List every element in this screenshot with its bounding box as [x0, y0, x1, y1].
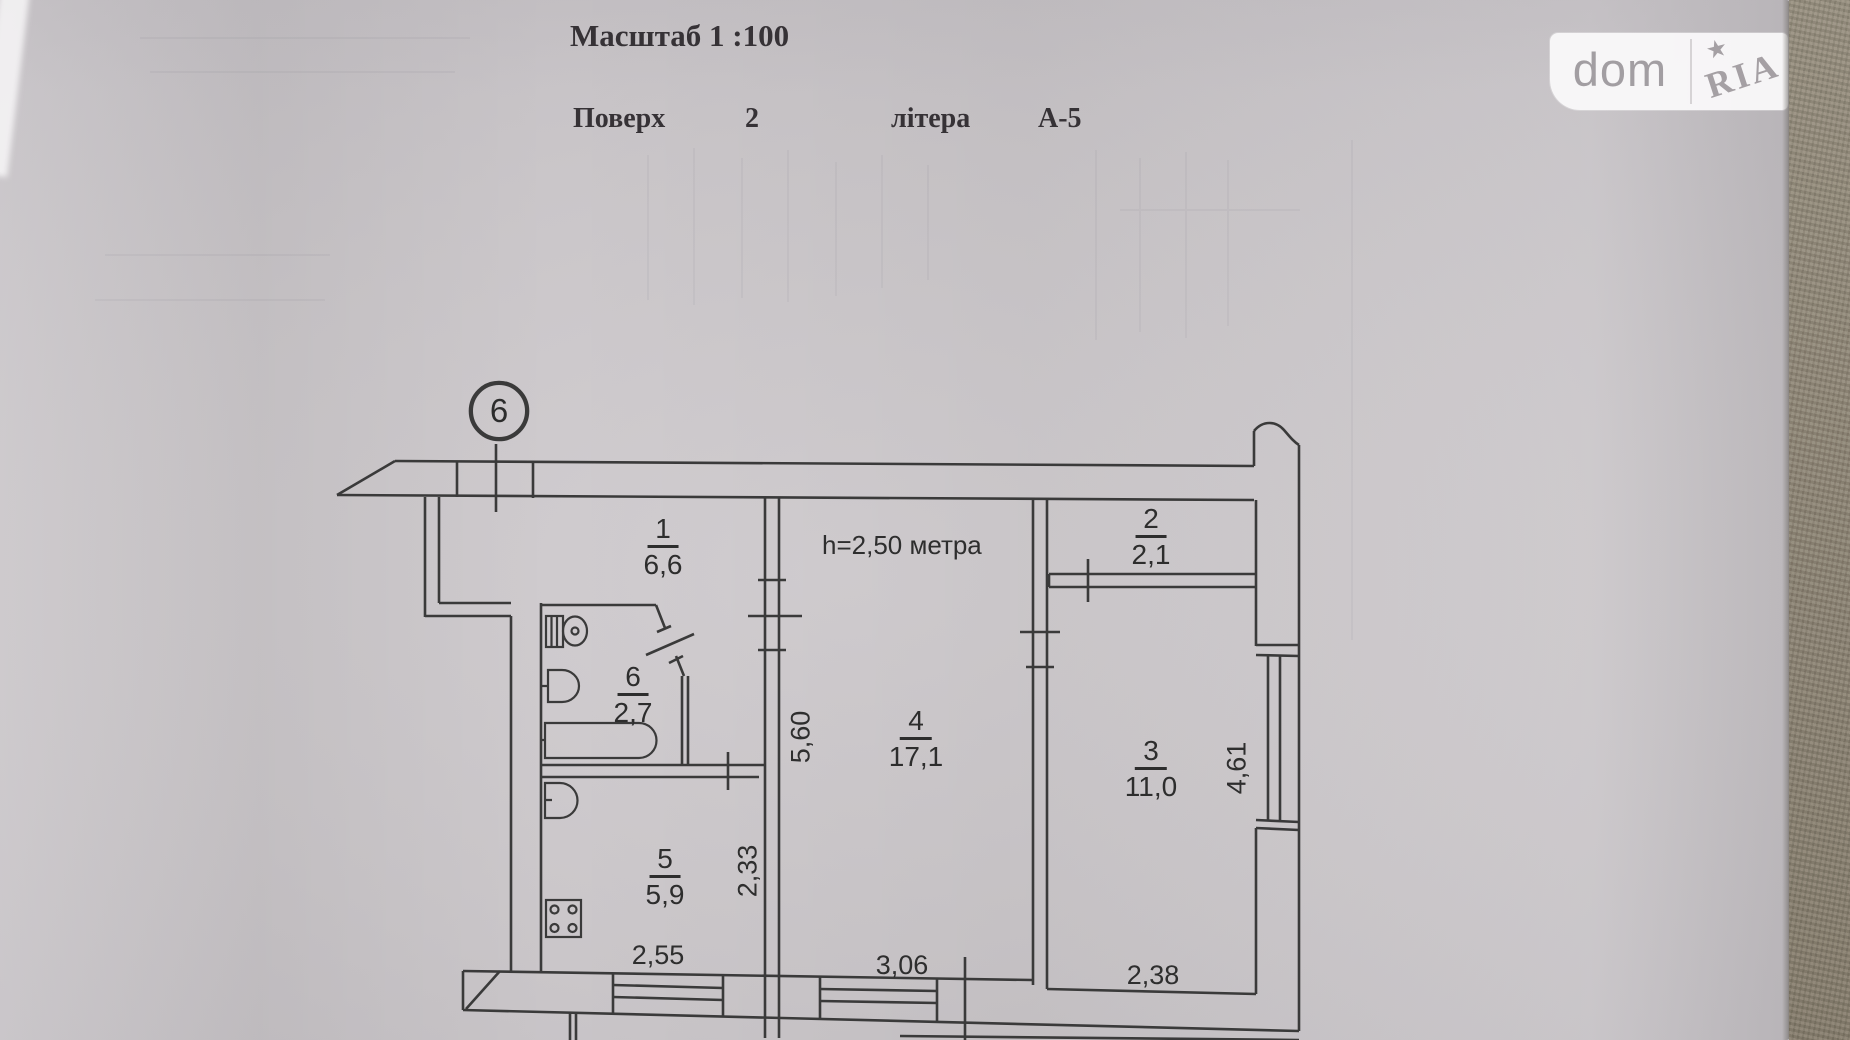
kitchen-sink-fixture: [543, 781, 579, 820]
room-label-3: 3 11,0: [1124, 735, 1178, 803]
floor-value: 2: [745, 103, 759, 134]
ceiling-height-note: h=2,50 метра: [822, 530, 982, 560]
room-area: 2,7: [613, 697, 653, 729]
interior-walls: [423, 497, 1255, 1038]
bathtub-fixture: [541, 721, 658, 760]
room-number: 4: [900, 705, 932, 741]
room-area: 6,6: [643, 549, 683, 581]
domria-watermark: dom ★ RIA: [1550, 33, 1788, 110]
dim-living-width: 3,06: [875, 950, 929, 980]
room-number: 2: [1135, 503, 1167, 539]
window-kitchen: [611, 973, 725, 1017]
room-label-6: 6 2,7: [613, 661, 653, 729]
bleed-through-marks: [95, 37, 1353, 640]
dim-left-depth: 5,60: [785, 710, 816, 764]
table-background: [1789, 0, 1850, 1040]
room-label-2: 2 2,1: [1131, 503, 1171, 571]
dim-kitchen-depth: 2,33: [732, 844, 763, 898]
dim-kitchen-width: 2,55: [631, 940, 685, 970]
dim-room3-width: 2,38: [1126, 960, 1180, 990]
room-area: 11,0: [1124, 771, 1178, 803]
letter-label: літера: [891, 103, 971, 134]
scale-title: Масштаб 1 :100: [570, 18, 790, 53]
room-number: 5: [649, 843, 681, 879]
room-label-4: 4 17,1: [888, 705, 944, 773]
ria-logo: ★ RIA: [1692, 33, 1788, 110]
toilet-fixture: [544, 614, 589, 649]
room-label-1: 1 6,6: [643, 513, 683, 581]
room-area: 2,1: [1131, 539, 1171, 571]
axis-marker-label: 6: [489, 392, 509, 429]
room-area: 17,1: [888, 741, 944, 773]
diagonal-wall-door: [645, 604, 695, 677]
stove-fixture: [544, 898, 583, 939]
sink-fixture: [541, 668, 581, 704]
room-area: 5,9: [645, 879, 685, 911]
room-number: 3: [1135, 735, 1167, 771]
window-living: [818, 977, 939, 1021]
dim-room3-depth: 4,61: [1221, 741, 1252, 795]
letter-value: А-5: [1038, 103, 1082, 134]
dom-logo-text: dom: [1572, 43, 1668, 96]
room-number: 1: [647, 513, 679, 549]
window-right: [1255, 643, 1300, 832]
tick-marks: [494, 444, 1300, 1040]
axis-marker: 6: [470, 382, 528, 440]
room-label-5: 5 5,9: [645, 843, 685, 911]
logo-divider: [1690, 39, 1692, 104]
room-number: 6: [617, 661, 649, 697]
floor-label: Поверх: [573, 103, 666, 134]
paper-edge: [1782, 0, 1790, 1040]
